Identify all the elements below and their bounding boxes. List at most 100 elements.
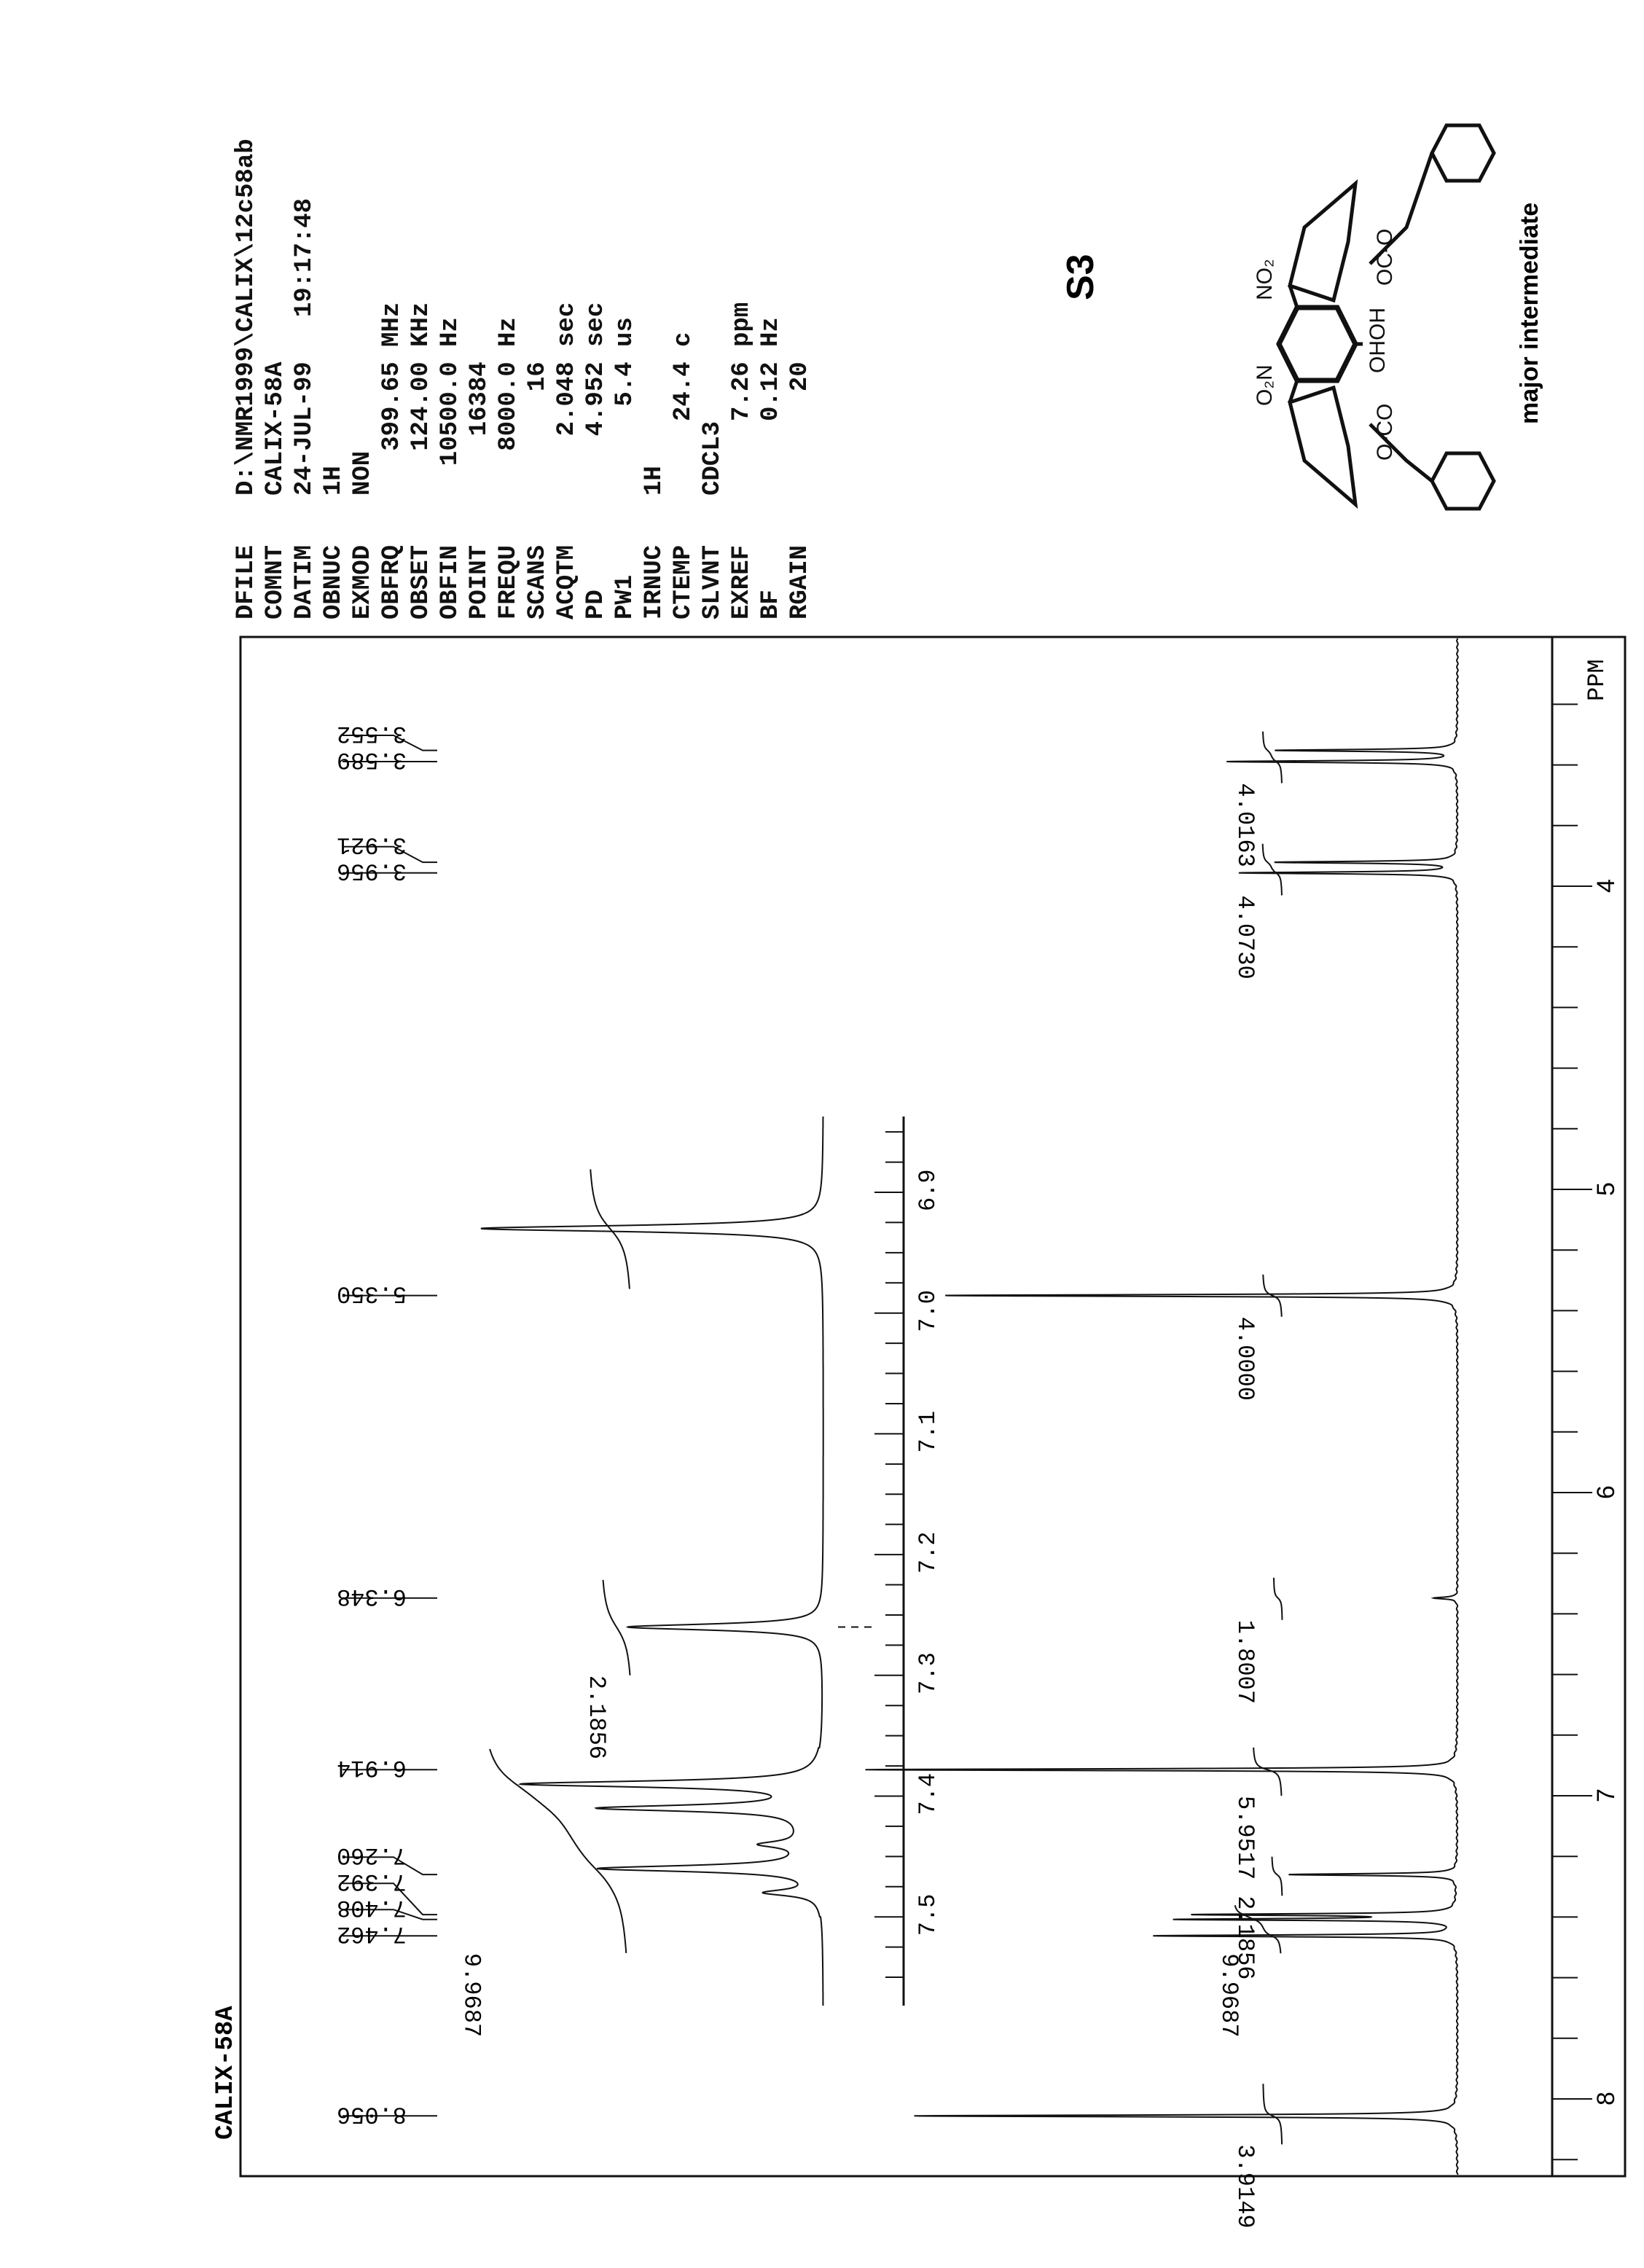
tick-label: 8 bbox=[1592, 2092, 1620, 2105]
parameter-row: PW1 5.4 us bbox=[611, 138, 640, 619]
plot-frame bbox=[239, 636, 1627, 2178]
no2-label: NO₂ bbox=[1253, 259, 1277, 300]
parameter-row: COMNT CALIX-58A bbox=[261, 138, 290, 619]
parameter-value: 16384 bbox=[466, 361, 493, 496]
oco-right-label: OC-O bbox=[1373, 229, 1397, 286]
peak-leader bbox=[342, 1882, 437, 1916]
parameter-row: OBFRQ 399.65 MHz bbox=[377, 138, 407, 619]
inset-integrals: 9.9687 2.1856 bbox=[458, 1169, 631, 2037]
left-aryl-ring bbox=[1288, 385, 1358, 509]
parameter-row: OBSET 124.00 KHz bbox=[407, 138, 436, 619]
integral-curve bbox=[1273, 1577, 1283, 1620]
peak-label: 3.921 bbox=[337, 832, 407, 859]
parameter-row: OBNUC 1H bbox=[319, 138, 348, 619]
parameter-value: NON bbox=[349, 450, 377, 496]
parameter-label: OBNUC bbox=[320, 544, 348, 619]
parameter-row: POINT 16384 bbox=[465, 138, 494, 619]
parameter-label: EXREF bbox=[728, 544, 756, 619]
integral-value: 5.9517 bbox=[1232, 1796, 1259, 1880]
peak-label: 6.348 bbox=[337, 1583, 407, 1610]
parameter-value: 24.4 c bbox=[670, 332, 697, 496]
right-aryl-ring bbox=[1288, 179, 1358, 303]
integral-curve bbox=[1253, 1747, 1283, 1796]
integral-value: 3.9149 bbox=[1232, 2144, 1259, 2228]
parameter-row: OBFIN 10500.0 Hz bbox=[436, 138, 465, 619]
parameter-value: 4.952 sec bbox=[582, 302, 610, 496]
integral-curve bbox=[489, 1748, 627, 1954]
inset-tick-label: 7.2 bbox=[915, 1531, 942, 1573]
parameter-label: OBFRQ bbox=[378, 544, 406, 619]
parameter-value: CDCL3 bbox=[699, 421, 727, 496]
parameter-label: POINT bbox=[466, 544, 493, 619]
peak-leader bbox=[342, 735, 437, 751]
integral-value: 2.1856 bbox=[1232, 1896, 1259, 1979]
parameter-label: COMNT bbox=[262, 544, 289, 619]
parameter-label: ACQTM bbox=[553, 544, 581, 619]
integral-curve bbox=[1261, 843, 1283, 896]
integral-value: 9.9687 bbox=[458, 1953, 485, 2037]
parameter-value: 16 bbox=[524, 361, 552, 496]
parameter-row: PD 4.952 sec bbox=[582, 138, 611, 619]
integral-curve bbox=[1234, 1904, 1282, 1954]
benzyl-ring-right bbox=[1430, 123, 1496, 183]
peak-leader bbox=[342, 845, 437, 864]
peak-labels: 8.0567.4627.4087.3927.2606.9146.3485.350… bbox=[337, 720, 437, 2127]
spectrum-trace bbox=[865, 638, 1459, 2175]
tick-label: 6 bbox=[1592, 1485, 1620, 1499]
inset-tick-label: 7.4 bbox=[915, 1773, 942, 1815]
integral-value: 9.9687 bbox=[1216, 1953, 1242, 2037]
integral-curve bbox=[1271, 1856, 1283, 1896]
parameter-row: SCANS 16 bbox=[523, 138, 552, 619]
inset-tick-label: 7.3 bbox=[915, 1652, 942, 1694]
inset-axis: 6.97.07.17.27.37.47.5 bbox=[838, 1117, 942, 2006]
peak-label: 7.462 bbox=[337, 1920, 407, 1947]
o2n-label: O₂N bbox=[1253, 364, 1277, 406]
parameter-value: 10500.0 Hz bbox=[437, 317, 464, 496]
structure-caption: major intermediate bbox=[1516, 203, 1543, 424]
parameter-value: 0.12 Hz bbox=[757, 317, 785, 496]
parameter-label: DATIM bbox=[291, 544, 318, 619]
parameter-row: IRNUC 1H bbox=[640, 138, 669, 619]
parameter-value: D:\NMR1999\CALIX\12c58ab bbox=[232, 138, 260, 496]
peak-label: 3.552 bbox=[337, 720, 407, 747]
parameter-label: EXMOD bbox=[349, 544, 377, 619]
parameter-value: CALIX-58A bbox=[262, 361, 289, 496]
inset-tick-label: 6.9 bbox=[915, 1169, 942, 1211]
parameter-label: PD bbox=[582, 590, 610, 619]
peak-label: 8.056 bbox=[337, 2100, 407, 2127]
peak-label: 7.392 bbox=[337, 1868, 407, 1895]
integral-curve bbox=[590, 1169, 630, 1289]
inset-spectrum-trace bbox=[480, 1117, 824, 2006]
parameter-label: OBFIN bbox=[437, 544, 464, 619]
peak-label: 5.350 bbox=[337, 1280, 407, 1307]
parameter-row: CTEMP 24.4 c bbox=[669, 138, 698, 619]
peak-label: 3.589 bbox=[337, 746, 407, 773]
parameter-label: SCANS bbox=[524, 544, 552, 619]
parameter-value: 399.65 MHz bbox=[378, 302, 406, 496]
parameter-value: 1H bbox=[320, 466, 348, 496]
integral-curve bbox=[1262, 1274, 1283, 1317]
parameter-value: 1H bbox=[641, 466, 668, 496]
nitrophenol-ring bbox=[1276, 305, 1358, 383]
tick-label: 7 bbox=[1592, 1788, 1620, 1802]
parameter-row: FREQU 8000.0 Hz bbox=[494, 138, 523, 619]
tick-label: 5 bbox=[1592, 1182, 1620, 1196]
axis-label-ppm: PPM bbox=[1584, 659, 1610, 701]
inset-tick-label: 7.5 bbox=[915, 1894, 942, 1936]
parameter-label: BF bbox=[757, 590, 785, 619]
oco-left-label: O-CO bbox=[1373, 404, 1397, 461]
peak-leader bbox=[342, 1856, 437, 1876]
peak-label: 6.914 bbox=[337, 1754, 407, 1781]
compound-label: S3 bbox=[1060, 254, 1102, 300]
peak-leader bbox=[342, 1909, 437, 1920]
integral-curve bbox=[602, 1579, 631, 1675]
integral-value: 4.0000 bbox=[1232, 1317, 1259, 1401]
parameter-value: 8000.0 Hz bbox=[495, 317, 522, 496]
parameter-label: IRNUC bbox=[641, 544, 668, 619]
integral-curve bbox=[1262, 2084, 1283, 2145]
integral-value: 2.1856 bbox=[583, 1675, 610, 1759]
